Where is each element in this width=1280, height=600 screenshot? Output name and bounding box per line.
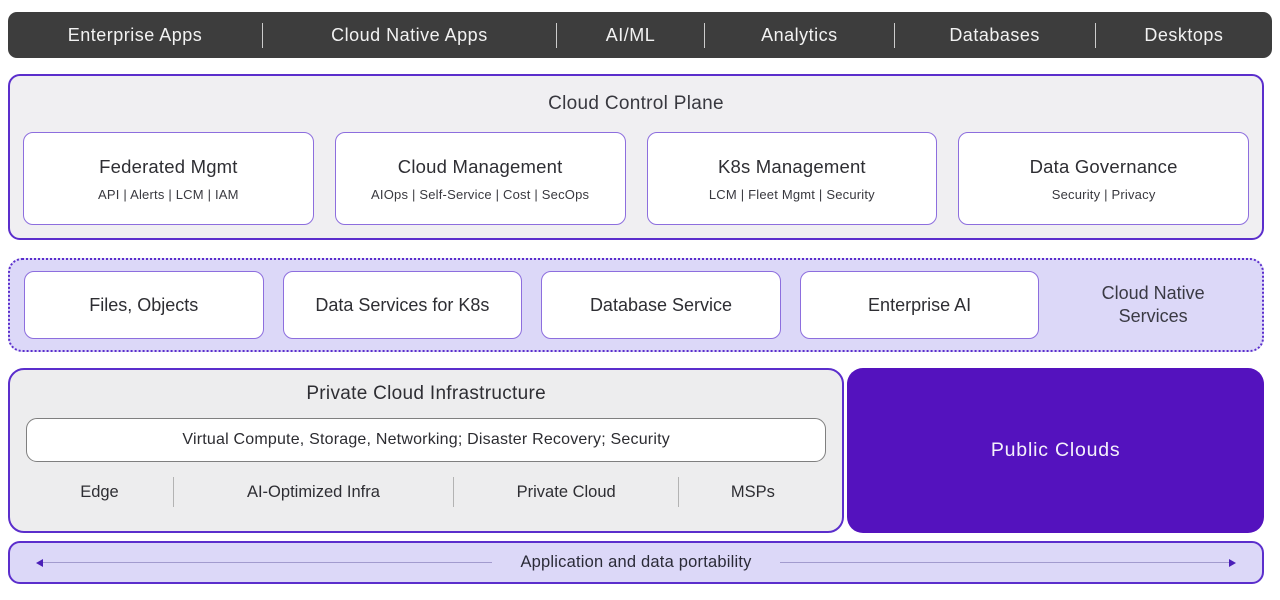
workload-enterprise-apps: Enterprise Apps xyxy=(67,24,203,45)
card-subtitle: AIOps | Self-Service | Cost | SecOps xyxy=(371,186,590,202)
infra-item-msps: MSPs xyxy=(730,482,775,501)
band-label: Cloud Native Services xyxy=(1058,282,1248,329)
divider xyxy=(893,22,895,48)
section-title: Cloud Control Plane xyxy=(548,93,724,114)
workload-analytics: Analytics xyxy=(761,24,838,45)
control-plane-cards: Federated Mgmt API | Alerts | LCM | IAM … xyxy=(10,115,1262,225)
service-data-services-k8s: Data Services for K8s xyxy=(282,271,523,339)
divider xyxy=(172,477,174,507)
public-clouds-label: Public Clouds xyxy=(990,439,1121,461)
infrastructure-items: Edge AI-Optimized Infra Private Cloud MS… xyxy=(10,477,842,507)
workload-cloud-native-apps: Cloud Native Apps xyxy=(331,24,488,45)
band-label-text: Cloud Native Services xyxy=(1101,282,1205,326)
service-files-objects: Files, Objects xyxy=(24,271,264,339)
workload-desktops: Desktops xyxy=(1144,24,1224,45)
card-title: Federated Mgmt xyxy=(99,155,238,177)
cloud-native-services-band: Files, Objects Data Services for K8s Dat… xyxy=(8,258,1264,352)
arrow-line xyxy=(43,562,493,563)
infrastructure-row: Private Cloud Infrastructure Virtual Com… xyxy=(8,368,1264,533)
infra-item-edge: Edge xyxy=(80,482,119,501)
card-subtitle: Security | Privacy xyxy=(1051,186,1156,202)
arrow-line xyxy=(779,562,1230,563)
divider xyxy=(704,22,706,48)
divider xyxy=(452,477,454,507)
card-federated-mgmt: Federated Mgmt API | Alerts | LCM | IAM xyxy=(23,132,314,225)
arrow-right-icon xyxy=(779,558,1262,567)
card-subtitle: API | Alerts | LCM | IAM xyxy=(98,186,239,202)
card-title: Data Governance xyxy=(1029,155,1178,177)
divider xyxy=(555,22,557,48)
card-data-governance: Data Governance Security | Privacy xyxy=(958,132,1249,225)
card-title: K8s Management xyxy=(717,155,866,177)
workloads-bar: Enterprise Apps Cloud Native Apps AI/ML … xyxy=(8,12,1272,58)
arrow-left-icon xyxy=(10,558,493,567)
service-enterprise-ai: Enterprise AI xyxy=(799,271,1040,339)
portability-bar: Application and data portability xyxy=(8,541,1264,584)
infrastructure-capabilities-box: Virtual Compute, Storage, Networking; Di… xyxy=(26,418,827,462)
cloud-control-plane-section: Cloud Control Plane Federated Mgmt API |… xyxy=(8,74,1264,240)
workload-databases: Databases xyxy=(949,24,1040,45)
card-cloud-management: Cloud Management AIOps | Self-Service | … xyxy=(334,132,626,225)
arrowhead-left xyxy=(36,558,43,567)
divider xyxy=(261,22,263,48)
infra-item-private-cloud: Private Cloud xyxy=(516,482,616,501)
card-subtitle: LCM | Fleet Mgmt | Security xyxy=(708,186,875,202)
portability-label: Application and data portability xyxy=(520,553,752,571)
workload-ai-ml: AI/ML xyxy=(605,24,656,45)
card-title: Cloud Management xyxy=(397,155,563,177)
infra-item-ai-optimized-infra: AI-Optimized Infra xyxy=(246,482,380,501)
divider xyxy=(1094,22,1096,48)
service-database-service: Database Service xyxy=(541,271,781,339)
card-k8s-management: K8s Management LCM | Fleet Mgmt | Securi… xyxy=(646,132,938,225)
arrowhead-right xyxy=(1229,558,1237,567)
divider xyxy=(678,477,680,507)
private-cloud-infrastructure-section: Private Cloud Infrastructure Virtual Com… xyxy=(8,368,845,533)
public-clouds-box: Public Clouds xyxy=(847,368,1264,533)
section-title: Private Cloud Infrastructure xyxy=(306,383,546,404)
